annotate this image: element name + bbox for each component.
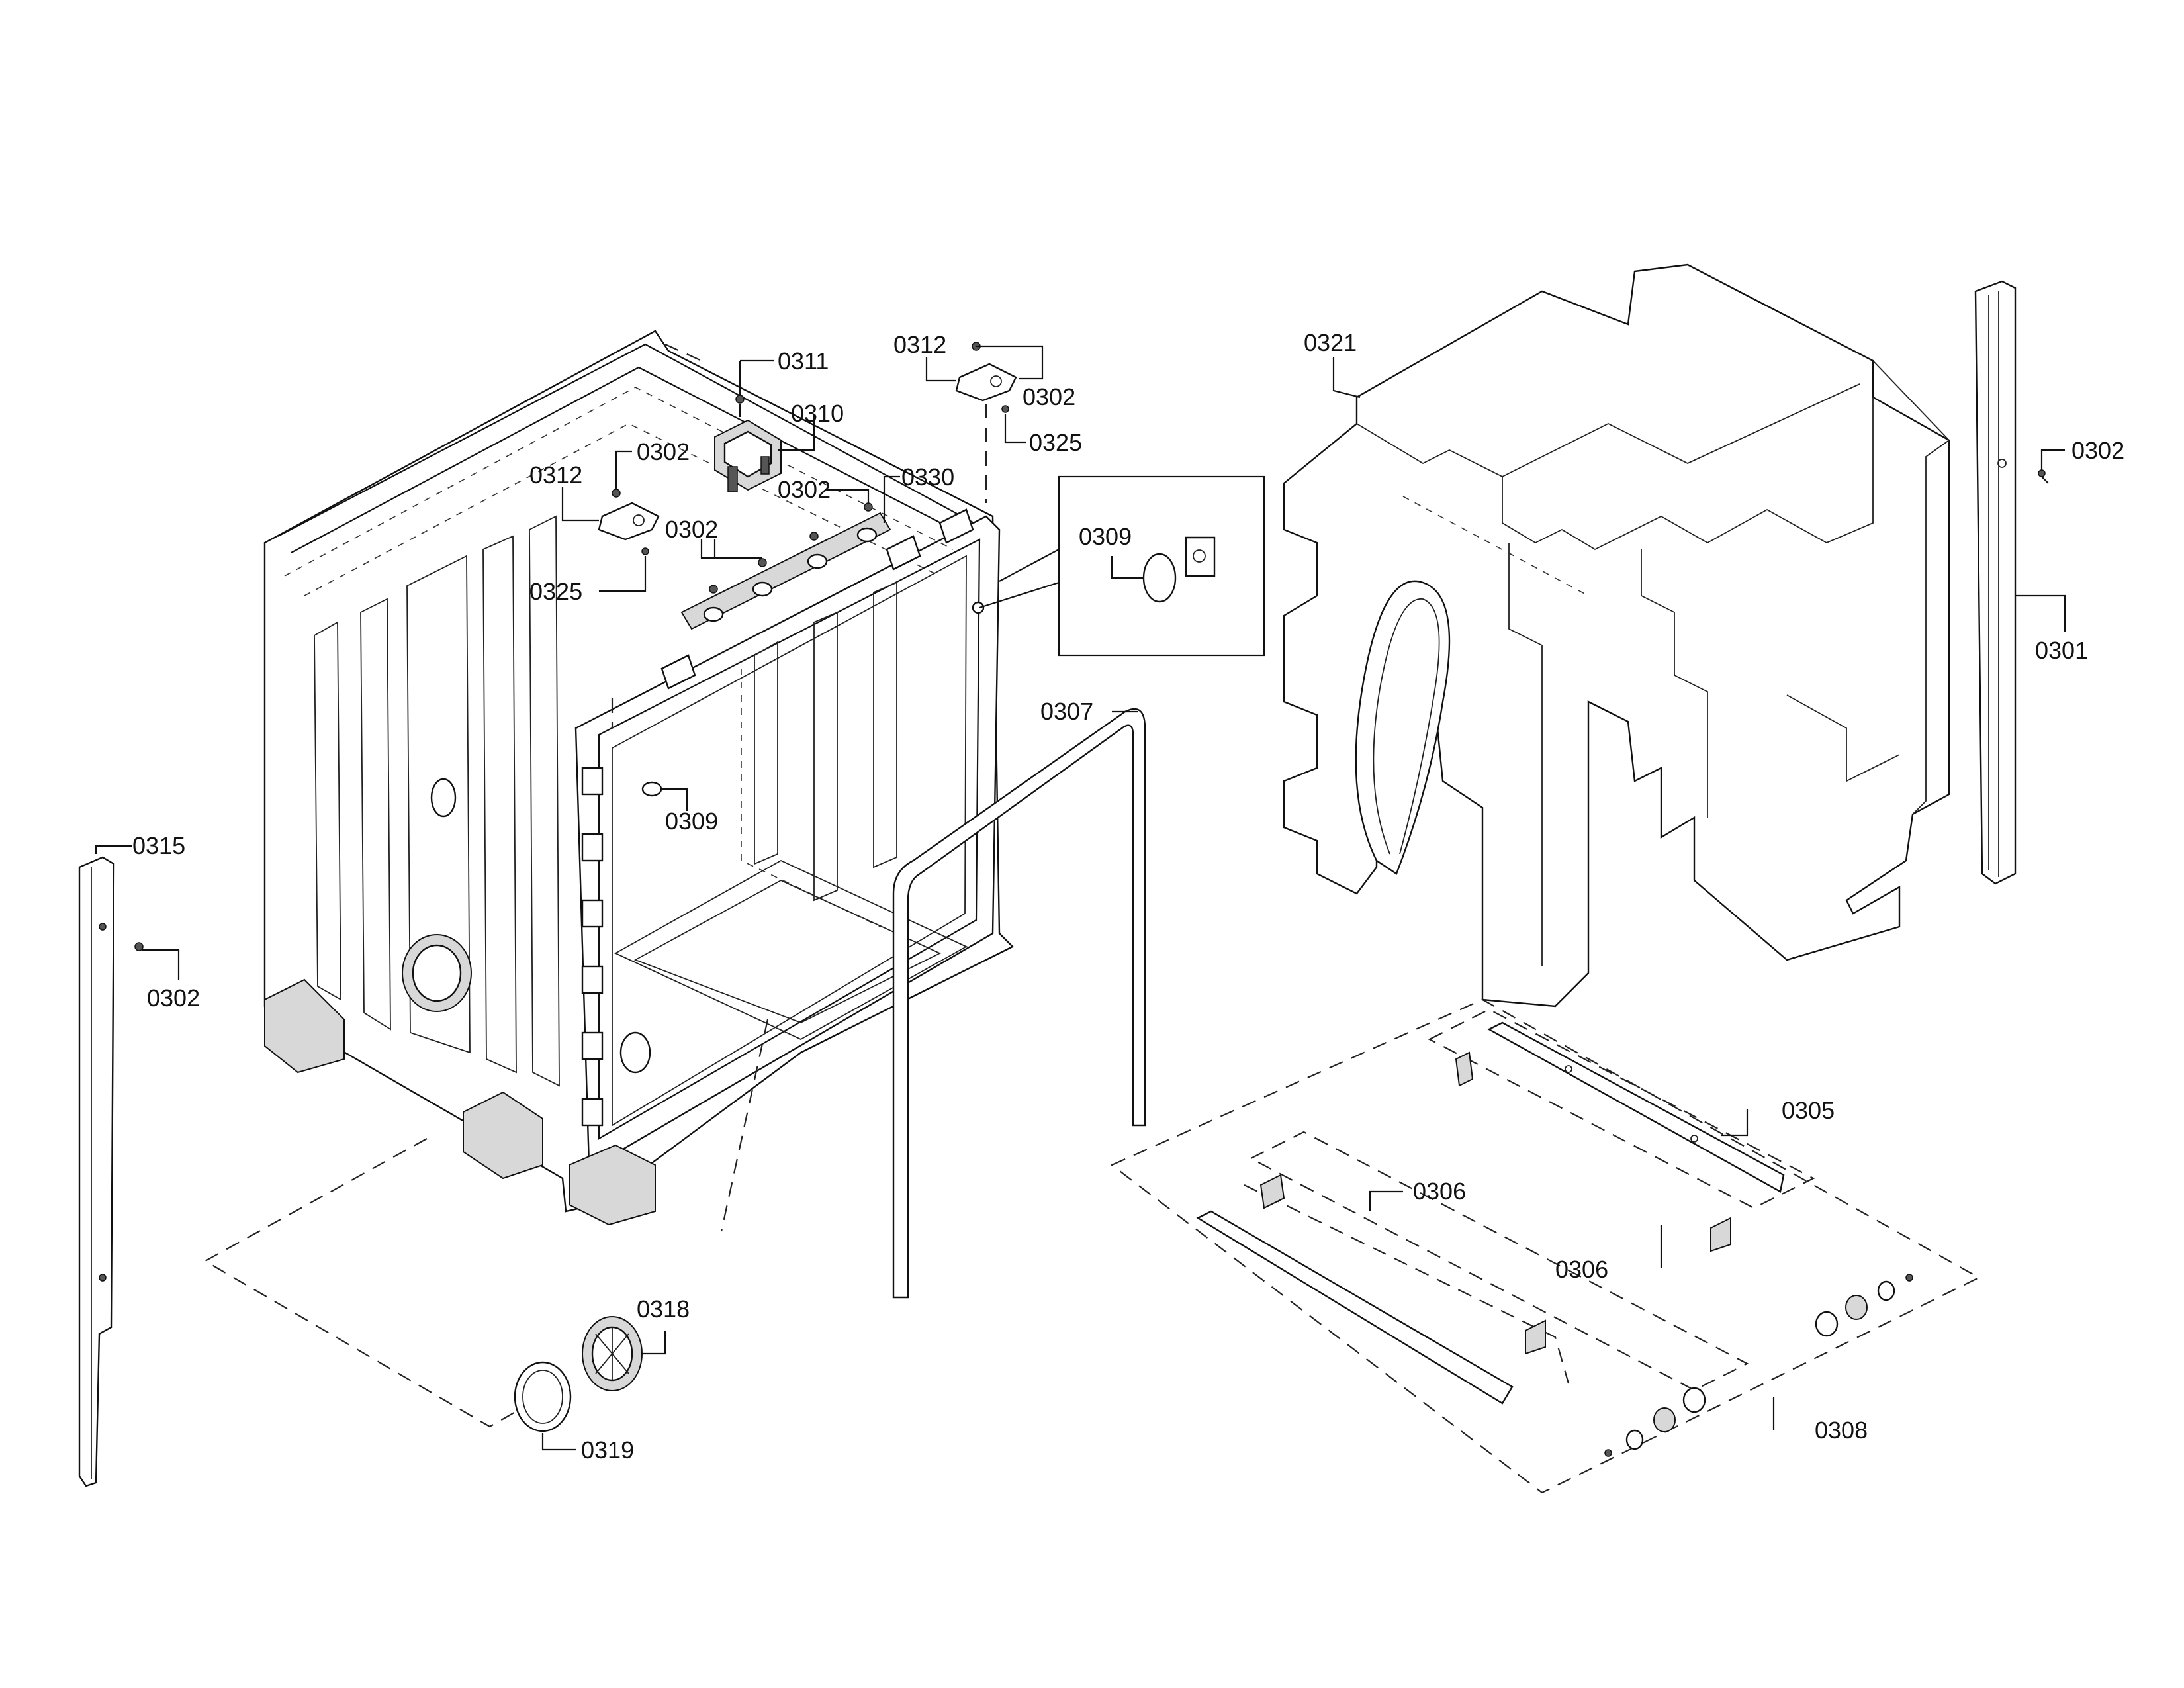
washer-on-tub [641, 781, 662, 797]
rail-0306 [1196, 1210, 1514, 1405]
bracket-0312-right [955, 363, 1017, 402]
label-0312-right: 0312 [893, 331, 946, 358]
frame-clips [581, 767, 604, 1127]
label-0302-c: 0302 [665, 516, 718, 543]
label-0302-a: 0302 [637, 438, 690, 465]
rail-0305 [1487, 1021, 1785, 1193]
label-0302-b: 0302 [778, 476, 831, 503]
label-0319: 0319 [581, 1436, 634, 1464]
side-trim-0301 [1974, 280, 2017, 885]
bracket-0312-left [598, 502, 660, 541]
label-0318: 0318 [637, 1295, 690, 1323]
rail-clips [1259, 1051, 1731, 1355]
label-0302-f: 0302 [147, 984, 200, 1011]
label-0306-bottom: 0306 [1555, 1256, 1608, 1283]
detail-box-0309 [979, 475, 1265, 657]
label-0302-d: 0302 [1023, 383, 1075, 410]
label-0308: 0308 [1815, 1417, 1868, 1444]
label-0321: 0321 [1304, 329, 1357, 356]
label-0325-right: 0325 [1029, 429, 1082, 456]
label-0315: 0315 [132, 832, 185, 859]
label-0301: 0301 [2035, 637, 2088, 664]
wheel-parts-0308 [1604, 1274, 1913, 1457]
label-0330: 0330 [901, 463, 954, 491]
side-trim-0315 [78, 856, 115, 1487]
label-0306-top: 0306 [1413, 1178, 1466, 1205]
label-0325-left: 0325 [529, 578, 582, 605]
callout-labels: 0311 0310 0312 0302 0325 0302 0302 0330 … [132, 329, 2124, 1464]
label-0312-left: 0312 [529, 461, 582, 489]
door-gasket-0307 [892, 708, 1146, 1299]
label-0307: 0307 [1040, 698, 1093, 725]
sump-parts [514, 1316, 643, 1432]
label-0310: 0310 [791, 400, 844, 427]
label-0309-detail: 0309 [1079, 523, 1132, 550]
hinge-part-0310 [714, 419, 782, 492]
insulation-blanket-0321 [1283, 263, 1950, 1008]
label-0305: 0305 [1782, 1097, 1835, 1124]
leader-lines [95, 345, 2066, 1451]
label-0311: 0311 [778, 348, 829, 375]
strip-part-0330 [680, 512, 891, 630]
label-0309-tub: 0309 [665, 808, 718, 835]
label-0302-e: 0302 [2071, 437, 2124, 464]
